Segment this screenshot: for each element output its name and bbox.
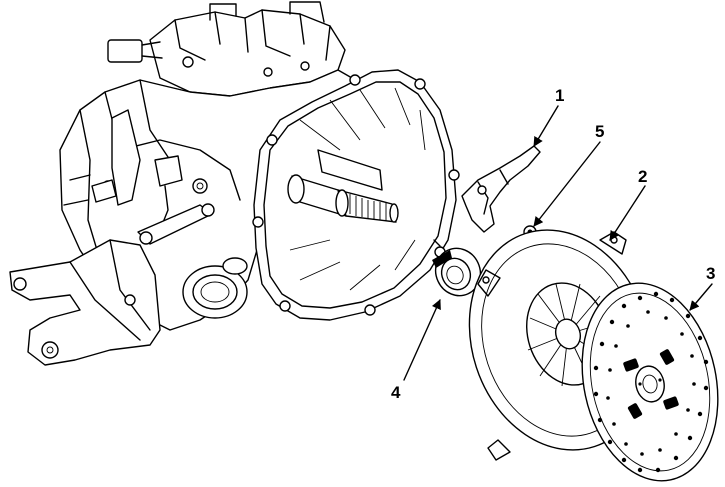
release-bearing <box>432 239 482 297</box>
callout-5: 5 <box>533 122 604 227</box>
callout-label: 4 <box>391 383 401 402</box>
callout-label: 3 <box>706 264 715 283</box>
callout-3: 3 <box>689 264 715 311</box>
callout-label: 1 <box>555 86 564 105</box>
callout-label: 5 <box>595 122 604 141</box>
callout-4: 4 <box>391 299 441 402</box>
callout-2: 2 <box>609 167 647 241</box>
bell-housing <box>252 69 460 321</box>
release-fork <box>461 145 541 233</box>
callout-1: 1 <box>533 86 564 147</box>
clutch-disc <box>581 282 719 482</box>
callout-label: 2 <box>638 167 647 186</box>
